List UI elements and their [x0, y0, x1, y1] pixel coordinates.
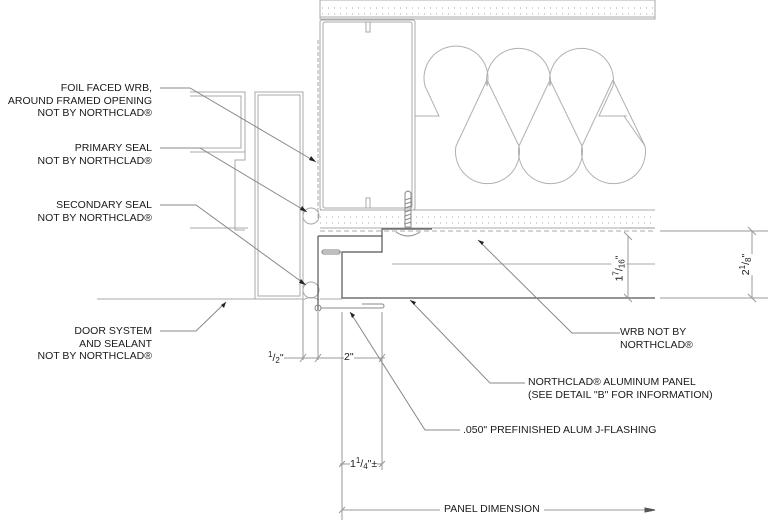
label-secondary-seal: SECONDARY SEAL NOT BY NORTHCLAD®: [37, 199, 152, 224]
label-aluminum-panel: NORTHCLAD® ALUMINUM PANEL (SEE DETAIL "B…: [528, 376, 713, 401]
top-sheathing-board: [320, 0, 655, 19]
door-frame: [190, 92, 303, 299]
aluminum-panel: [318, 229, 655, 310]
dimension-seven-sixteenths: 17/16": [611, 255, 627, 282]
fastener-screw: [396, 191, 420, 236]
label-wrb: WRB NOT BY NORTHCLAD®: [620, 326, 693, 351]
primary-seal: [303, 208, 319, 224]
lower-sheathing-board: [320, 210, 655, 231]
leader-lines: [160, 88, 620, 430]
label-door-system: DOOR SYSTEM AND SEALANT NOT BY NORTHCLAD…: [37, 325, 152, 362]
dimension-panel: PANEL DIMENSION: [440, 503, 544, 515]
label-primary-seal: PRIMARY SEAL NOT BY NORTHCLAD®: [37, 142, 152, 167]
insulation-batt: [415, 46, 646, 184]
j-flashing: [315, 304, 384, 311]
dimension-half-inch: 1/2": [268, 350, 284, 365]
label-j-flashing: .050" PREFINISHED ALUM J-FLASHING: [463, 424, 657, 436]
steel-stud: [320, 20, 415, 210]
label-foil-faced-wrb: FOIL FACED WRB, AROUND FRAMED OPENING NO…: [7, 82, 152, 119]
dimension-lines: [280, 227, 768, 520]
dimension-two-one-eighth: 21/8": [738, 253, 754, 276]
dimension-two-inch: 2": [344, 351, 354, 363]
leader-arrowheads: [221, 156, 484, 318]
dimension-one-quarter: 11/4"±: [350, 456, 378, 471]
